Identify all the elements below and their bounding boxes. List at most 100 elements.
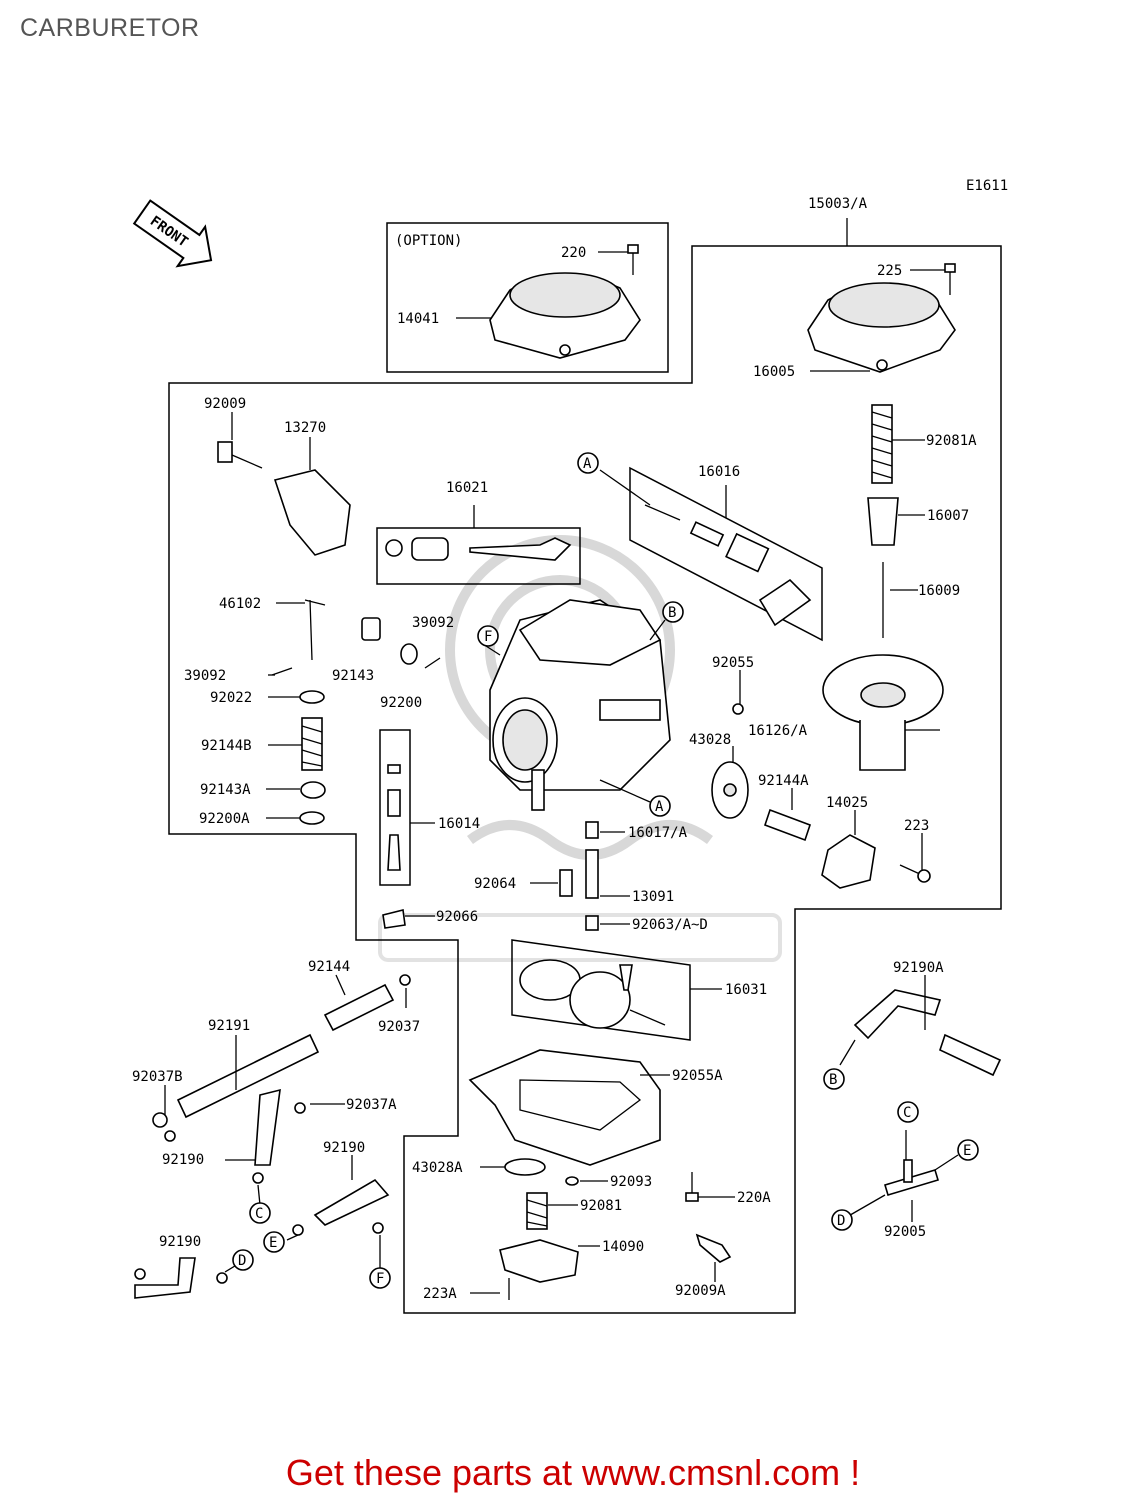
part-label: 16017/A (628, 825, 688, 841)
part-label: 92190 (162, 1152, 204, 1168)
part-label: 220 (561, 245, 586, 261)
92190-hose-1 (254, 1088, 281, 1166)
svg-text:C: C (255, 1206, 263, 1222)
callout-f-left: F (369, 1267, 391, 1289)
92037a-clip (294, 1102, 306, 1114)
92005-fitting (884, 1159, 939, 1196)
16014-group-box (379, 729, 411, 886)
13091-needle-jet (585, 849, 599, 899)
part-label: 92144A (758, 773, 809, 789)
92144b-spring (301, 717, 323, 771)
part-label: 92055 (712, 655, 754, 671)
part-label: 43028 (689, 732, 731, 748)
part-label: 220A (737, 1190, 771, 1206)
16126a-vacuum-piston (822, 654, 944, 771)
reference-code: E1611 (966, 178, 1008, 194)
part-label: 92005 (884, 1224, 926, 1240)
svg-text:A: A (655, 799, 664, 815)
92022-washer (299, 690, 325, 704)
callout-a-bottom: A (649, 795, 671, 817)
part-label: 92037 (378, 1019, 420, 1035)
part-label: 223A (423, 1286, 457, 1302)
part-label: 92200 (380, 695, 422, 711)
part-label: 92064 (474, 876, 516, 892)
part-label: 92200A (199, 811, 250, 827)
part-label: 92144B (201, 738, 252, 754)
front-arrow-icon: FRONT (132, 199, 213, 268)
92081-spring (526, 1192, 548, 1230)
part-label: 14025 (826, 795, 868, 811)
92200a-washer (299, 811, 325, 825)
part-label: 92190 (159, 1234, 201, 1250)
callout-e-right: E (957, 1139, 979, 1161)
92066-plug (382, 909, 406, 929)
part-label: 92063/A~D (632, 917, 708, 933)
part-label: 16126/A (748, 723, 808, 739)
small-clips (134, 1172, 384, 1284)
callout-e-left: E (263, 1231, 285, 1253)
92200-washer (400, 643, 418, 665)
43028a-diaphragm (504, 1158, 546, 1176)
svg-text:D: D (238, 1253, 246, 1269)
part-label: 16021 (446, 480, 488, 496)
16014-pilot-screw (387, 764, 401, 871)
part-label: 92055A (672, 1068, 723, 1084)
92037-clip (399, 974, 411, 986)
16016-starter-parts (644, 504, 812, 627)
92009a-screw (695, 1233, 732, 1263)
part-label: 15003/A (808, 196, 868, 212)
part-label: 92037A (346, 1097, 397, 1113)
92093-o-ring (565, 1176, 579, 1186)
part-label: 92191 (208, 1018, 250, 1034)
svg-text:C: C (903, 1105, 911, 1121)
16031-float (519, 959, 666, 1029)
promo-link[interactable]: Get these parts at www.cmsnl.com ! (285, 1452, 861, 1493)
16017a-jet (585, 821, 599, 839)
part-label: 92066 (436, 909, 478, 925)
part-label: 46102 (219, 596, 261, 612)
92081a-spring (871, 404, 893, 484)
part-label: 14041 (397, 311, 439, 327)
part-label: 13091 (632, 889, 674, 905)
part-label: 92022 (210, 690, 252, 706)
part-labels: 15003/A 220 14041 225 16005 92081A 16007… (132, 196, 977, 1302)
14041-cover (489, 272, 641, 359)
part-label: 16009 (918, 583, 960, 599)
92144a-spring (763, 808, 812, 842)
part-label: 16007 (927, 508, 969, 524)
callout-d-right: D (831, 1209, 853, 1231)
callout-d-left: D (232, 1249, 254, 1271)
92190a-hose (853, 989, 1002, 1077)
43028-diaphragm (711, 761, 749, 819)
svg-text:B: B (829, 1072, 837, 1088)
carburetor-assembly-outline (168, 245, 1002, 1314)
callout-b-right: B (823, 1068, 845, 1090)
13270-lever (273, 469, 351, 556)
callout-a-top: A (577, 452, 599, 474)
220a-screw (685, 1172, 699, 1202)
part-label: 223 (904, 818, 929, 834)
92190-hose-2 (313, 1178, 390, 1226)
92064-plug (559, 869, 573, 897)
callout-f-top: F (477, 625, 499, 647)
part-label: 92190A (893, 960, 944, 976)
svg-text:E: E (963, 1143, 971, 1159)
part-label: 16005 (753, 364, 795, 380)
14025-cover (821, 834, 876, 889)
92055-o-ring (732, 703, 744, 715)
part-label: 39092 (412, 615, 454, 631)
leader-lines (164, 251, 959, 1294)
page-title: CARBURETOR (20, 14, 200, 42)
part-label: 13270 (284, 420, 326, 436)
part-label: 92143A (200, 782, 251, 798)
part-label: 92081A (926, 433, 977, 449)
16031-group-box (511, 939, 691, 1041)
part-label: 92093 (610, 1174, 652, 1190)
svg-text:D: D (837, 1213, 845, 1229)
92063-jet (585, 915, 599, 931)
92009-screw (217, 441, 263, 469)
part-label: 92081 (580, 1198, 622, 1214)
part-label: 16016 (698, 464, 740, 480)
callout-b-top: B (662, 601, 684, 623)
